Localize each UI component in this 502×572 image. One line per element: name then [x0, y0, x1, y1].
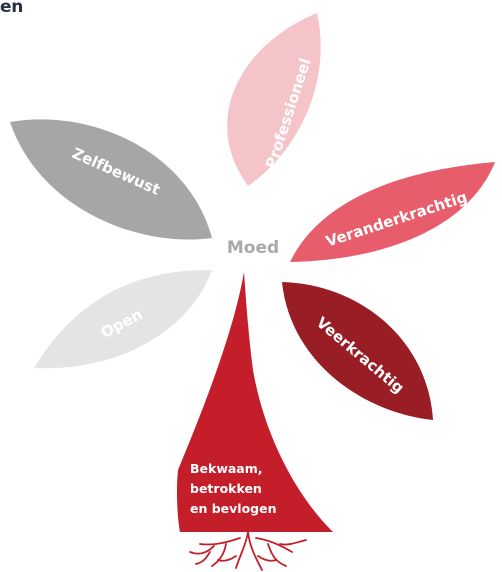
stem-line-1: Bekwaam, [190, 461, 263, 476]
stem [176, 272, 333, 532]
roots [189, 531, 307, 571]
stem-line-3: en bevlogen [190, 501, 277, 516]
header-text-fragment: en [0, 0, 24, 17]
stem-line-2: betrokken [190, 481, 262, 496]
center-label: Moed [227, 238, 279, 258]
petal-professioneel [227, 13, 321, 186]
petal-veranderkrachtig [290, 162, 495, 262]
petal-veerkrachtig [282, 282, 433, 420]
petal-open [34, 270, 212, 369]
stem-text: Bekwaam, betrokken en bevlogen [190, 459, 320, 519]
petal-zelfbewust [10, 119, 212, 240]
